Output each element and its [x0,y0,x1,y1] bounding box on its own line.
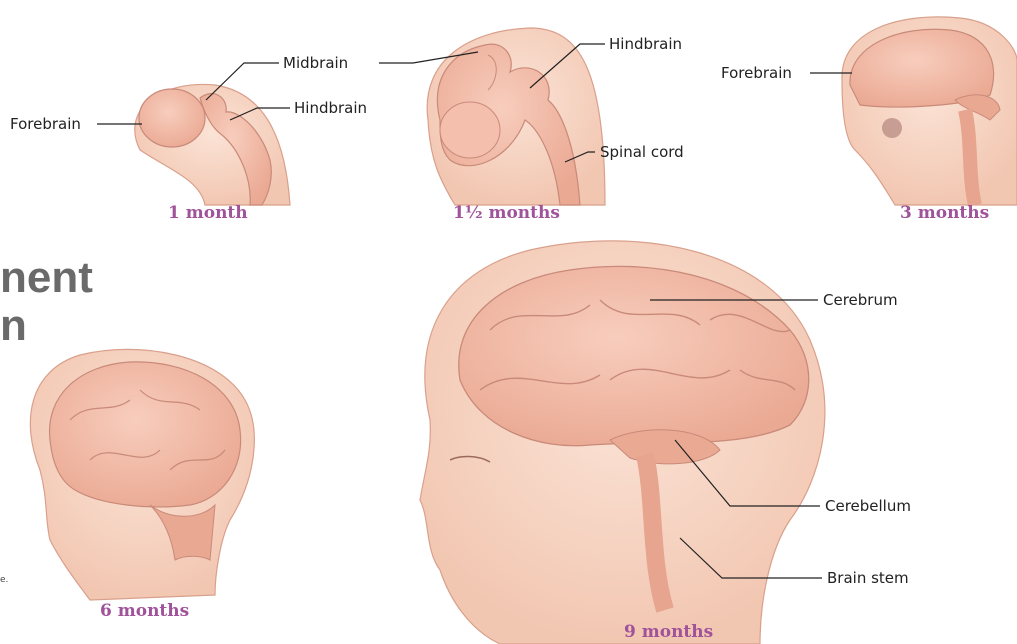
head-9-months [420,241,825,644]
title-line-1: nent [0,256,93,300]
label-forebrain-1m: Forebrain [10,117,81,132]
age-label-1-month: 1 month [168,205,248,222]
age-label-6-months: 6 months [100,603,189,620]
age-label-1-5-months: 1½ months [453,205,560,222]
label-cerebrum: Cerebrum [823,293,898,308]
label-forebrain-3m: Forebrain [721,66,792,81]
label-cerebellum: Cerebellum [825,499,911,514]
label-spinal-cord: Spinal cord [600,145,684,160]
footnote-text: e. [0,575,8,585]
fetus-3-months [842,17,1017,205]
embryo-1-5-months [427,28,605,205]
age-label-9-months: 9 months [624,624,713,641]
fetus-6-months [30,349,254,600]
embryo-1-month [135,84,290,205]
forebrain-shape [139,89,205,147]
title-line-2: n [0,304,27,348]
label-hindbrain-1-5m: Hindbrain [609,37,682,52]
label-brain-stem: Brain stem [827,571,909,586]
label-midbrain-1m: Midbrain [283,56,348,71]
age-label-3-months: 3 months [900,205,989,222]
label-hindbrain-1m: Hindbrain [294,101,367,116]
